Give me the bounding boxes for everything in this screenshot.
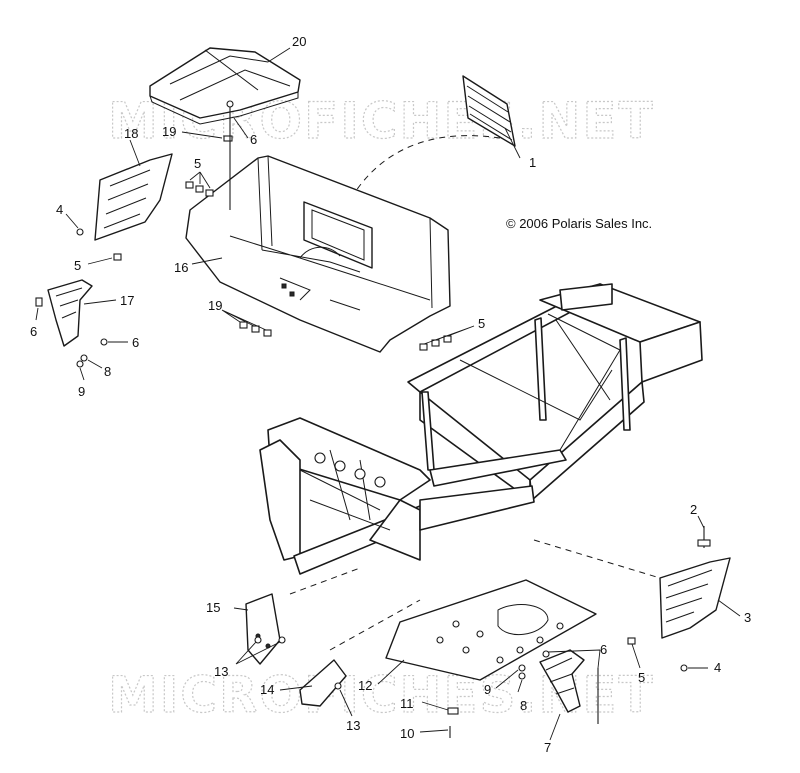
callout-6-left: 6: [30, 324, 37, 339]
callout-13-left: 13: [214, 664, 228, 679]
callout-15: 15: [206, 600, 220, 615]
callout-5-right: 5: [638, 670, 645, 685]
callout-5-top: 5: [194, 156, 201, 171]
callout-12: 12: [358, 678, 372, 693]
main-frame: [259, 283, 703, 575]
callout-8-right: 8: [520, 698, 527, 713]
callouts: 20 1 18 19 6 5 4 5 16 17 6 6 8 9 19 5 © …: [30, 34, 751, 755]
callout-9-left: 9: [78, 384, 85, 399]
callout-6-right: 6: [600, 642, 607, 657]
callout-1: 1: [529, 155, 536, 170]
callout-10: 10: [400, 726, 414, 741]
callout-6-mid: 6: [132, 335, 139, 350]
callout-16: 16: [174, 260, 188, 275]
callout-17: 17: [120, 293, 134, 308]
callout-9-right: 9: [484, 682, 491, 697]
callout-5-left: 5: [74, 258, 81, 273]
part-1-grille: [462, 75, 516, 147]
callout-4-left: 4: [56, 202, 63, 217]
callout-19-top: 19: [162, 124, 176, 139]
callout-18: 18: [124, 126, 138, 141]
callout-2: 2: [690, 502, 697, 517]
part-20-skid-plate: [149, 47, 301, 125]
callout-5-mid: 5: [478, 316, 485, 331]
callout-13-bottom: 13: [346, 718, 360, 733]
part-18-side-panel: [94, 153, 173, 241]
part-14-plate: [299, 659, 347, 707]
callout-19-mid: 19: [208, 298, 222, 313]
callout-6-top: 6: [250, 132, 257, 147]
part-16-cargo-box: [185, 155, 451, 353]
callout-11: 11: [400, 696, 414, 711]
hardware-fasteners: [35, 100, 711, 738]
part-15-bracket: [245, 593, 281, 665]
callout-20: 20: [292, 34, 306, 49]
part-17-footwell-guard: [47, 279, 93, 347]
callout-3: 3: [744, 610, 751, 625]
callout-4-right: 4: [714, 660, 721, 675]
leader-lines: [35, 47, 741, 741]
part-7-footwell-guard: [539, 649, 585, 713]
dashed-leader-frame-15: [289, 567, 361, 595]
part-12-skid-plate: [385, 579, 597, 681]
callout-7: 7: [544, 740, 551, 755]
copyright-text: © 2006 Polaris Sales Inc.: [506, 216, 652, 231]
callout-8-left: 8: [104, 364, 111, 379]
dashed-leader-1: [349, 135, 501, 201]
dashed-leader-frame-right: [533, 539, 661, 579]
callout-14: 14: [260, 682, 274, 697]
part-3-side-panel: [659, 557, 731, 639]
